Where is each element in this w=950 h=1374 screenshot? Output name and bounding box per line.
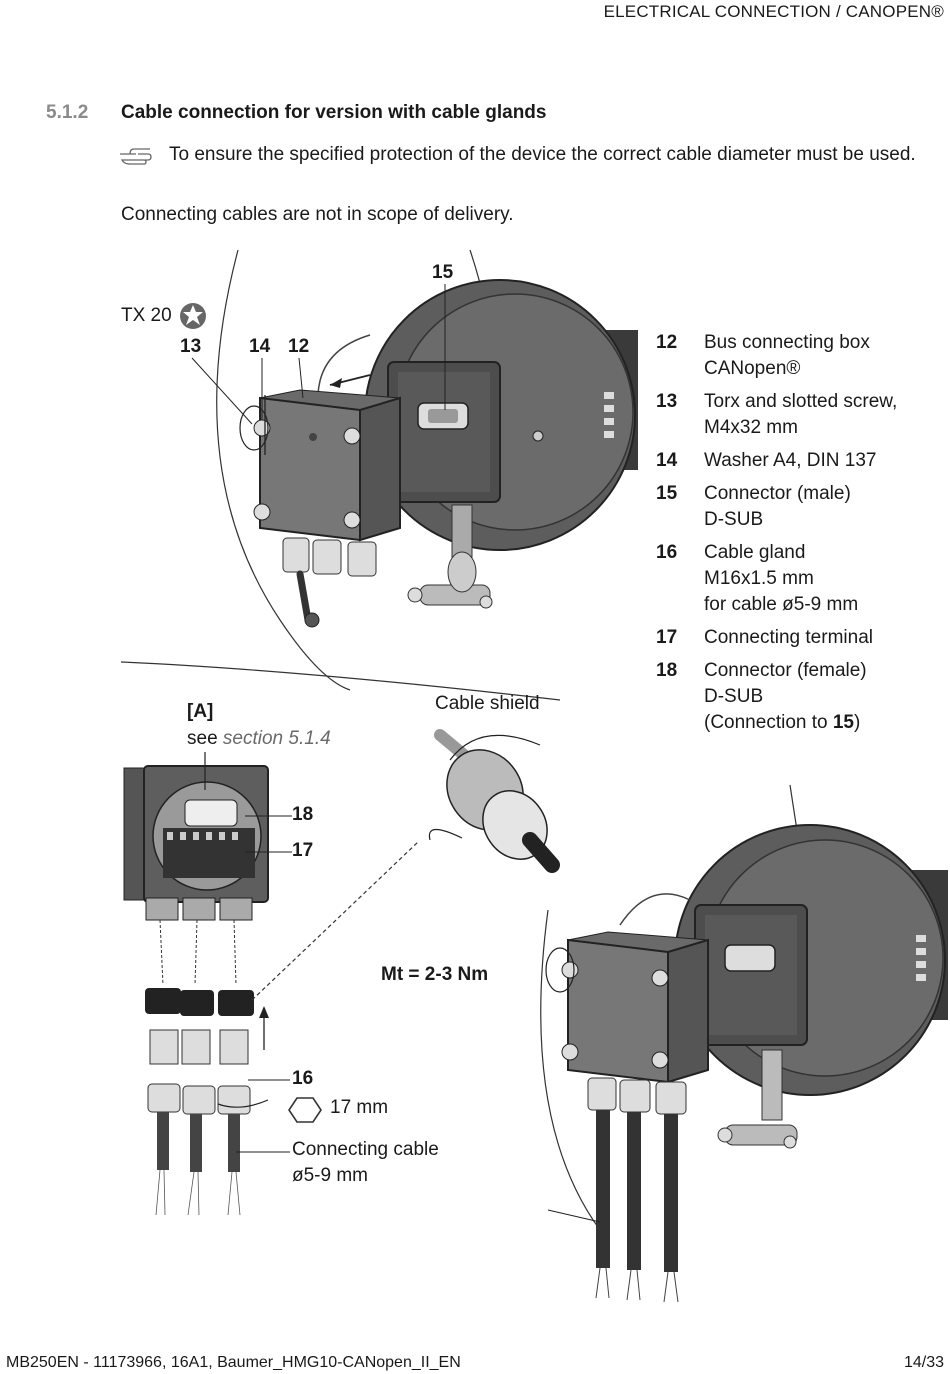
callout-12: 12 [288,336,310,357]
callout-15: 15 [432,262,454,283]
connecting-cable-diameter: ø5-9 mm [292,1165,368,1186]
pointing-hand-icon [120,148,152,165]
legend-number: 18 [656,660,678,681]
exploded-cable-glands [145,919,254,1216]
running-header: ELECTRICAL CONNECTION / CANOPEN® [603,2,944,21]
cable-shield-detail [428,729,560,873]
callout-18: 18 [292,804,314,825]
footer-doc-id: MB250EN - 11173966, 16A1, Baumer_HMG10-C… [6,1354,461,1371]
bus-box-detail [123,765,269,921]
section-number: 5.1.2 [46,102,89,123]
legend-text: Washer A4, DIN 137 [704,450,877,471]
note-text: To ensure the specified protection of th… [169,144,916,165]
legend-item: 15 Connector (male) D-SUB [656,481,946,533]
callout-16: 16 [292,1068,314,1089]
legend-number: 16 [656,542,678,563]
detail-label: [A] [187,701,214,722]
legend-item: 14 Washer A4, DIN 137 [656,448,946,474]
callout-17: 17 [292,840,314,861]
legend-number: 14 [656,450,678,471]
legend: 12 Bus connecting box CANopen® 13 Torx and… [656,330,946,743]
legend-item: 12 Bus connecting box CANopen® [656,330,946,382]
section-title: Cable connection for version with cable … [121,102,547,123]
legend-text: Connecting terminal [704,627,873,648]
legend-last-bold: 15 [832,712,854,733]
bus-box-bottom [561,931,709,1303]
encoder-housing-bottom [674,824,948,1149]
legend-number: 17 [656,627,678,648]
bus-box-top [253,389,401,628]
legend-text: Connector (female) D-SUB [704,660,867,707]
legend-last-suffix: ) [854,712,861,733]
legend-text: Torx and slotted screw, M4x32 mm [704,391,898,438]
wrench-size-label: 17 mm [330,1097,389,1118]
legend-text: Connector (male) D-SUB [704,483,851,530]
legend-item-continuation: (Connection to 15) [656,710,946,736]
detail-ref-prefix: see [187,728,223,749]
legend-item: 16 Cable gland M16x1.5 mm for cable ø5-9 … [656,540,946,618]
legend-number: 15 [656,483,678,504]
legend-text: Bus connecting box CANopen® [704,332,870,379]
legend-last-prefix: (Connection to [704,712,833,733]
callout-14: 14 [249,336,271,357]
encoder-housing-top [364,279,638,609]
legend-item: 18 Connector (female) D-SUB [656,658,946,710]
torque-label: Mt = 2-3 Nm [381,964,489,985]
callout-13: 13 [180,336,202,357]
connecting-cable-label: Connecting cable [292,1139,439,1160]
torx-icon [180,303,206,329]
footer-page-number: 14/33 [903,1354,944,1371]
legend-text: Cable gland M16x1.5 mm for cable ø5-9 mm [704,542,859,615]
legend-number: 13 [656,391,678,412]
cable-shield-label: Cable shield [435,693,540,714]
legend-item: 13 Torx and slotted screw, M4x32 mm [656,389,946,441]
scope-paragraph: Connecting cables are not in scope of de… [121,204,514,225]
hex-wrench-icon [288,1097,322,1123]
legend-number: 12 [656,332,678,353]
detail-ref-link[interactable]: section 5.1.4 [222,728,331,749]
detail-reference: see section 5.1.4 [187,728,331,750]
tool-label: TX 20 [121,305,172,326]
legend-item: 17 Connecting terminal [656,625,946,651]
